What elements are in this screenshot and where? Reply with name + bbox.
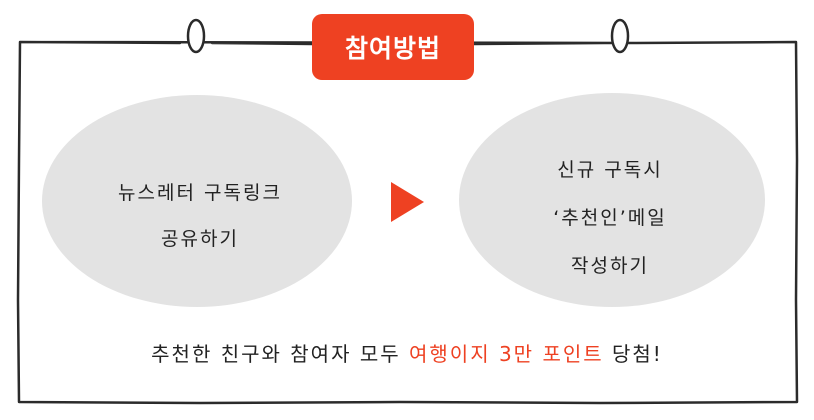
frame-border — [16, 40, 799, 405]
play-arrow-icon — [391, 182, 424, 222]
binder-ring-left-icon — [186, 18, 206, 54]
reward-notice: 추천한 친구와 참여자 모두 여행이지 3만 포인트 당첨! — [40, 338, 774, 367]
participation-method-badge: 참여방법 — [312, 14, 474, 80]
step-1-text: 뉴스레터 구독링크 공유하기 — [70, 170, 330, 262]
reward-text-after: 당첨! — [603, 342, 663, 366]
badge-label: 참여방법 — [344, 34, 441, 63]
step-2-line-2: ‘추천인’메일 — [553, 207, 667, 229]
step-2-bubble — [459, 93, 765, 307]
binder-ring-right-icon — [610, 18, 630, 54]
step-2-line-1: 신규 구독시 — [557, 159, 663, 181]
step-2-text: 신규 구독시 ‘추천인’메일 작성하기 — [470, 146, 750, 290]
reward-highlight: 여행이지 3만 포인트 — [409, 342, 604, 366]
reward-text-before: 추천한 친구와 참여자 모두 — [151, 342, 409, 366]
step-2-line-3: 작성하기 — [571, 255, 649, 277]
step-1-bubble — [42, 95, 352, 307]
step-1-line-1: 뉴스레터 구독링크 — [118, 182, 282, 204]
step-1-line-2: 공유하기 — [161, 228, 239, 250]
